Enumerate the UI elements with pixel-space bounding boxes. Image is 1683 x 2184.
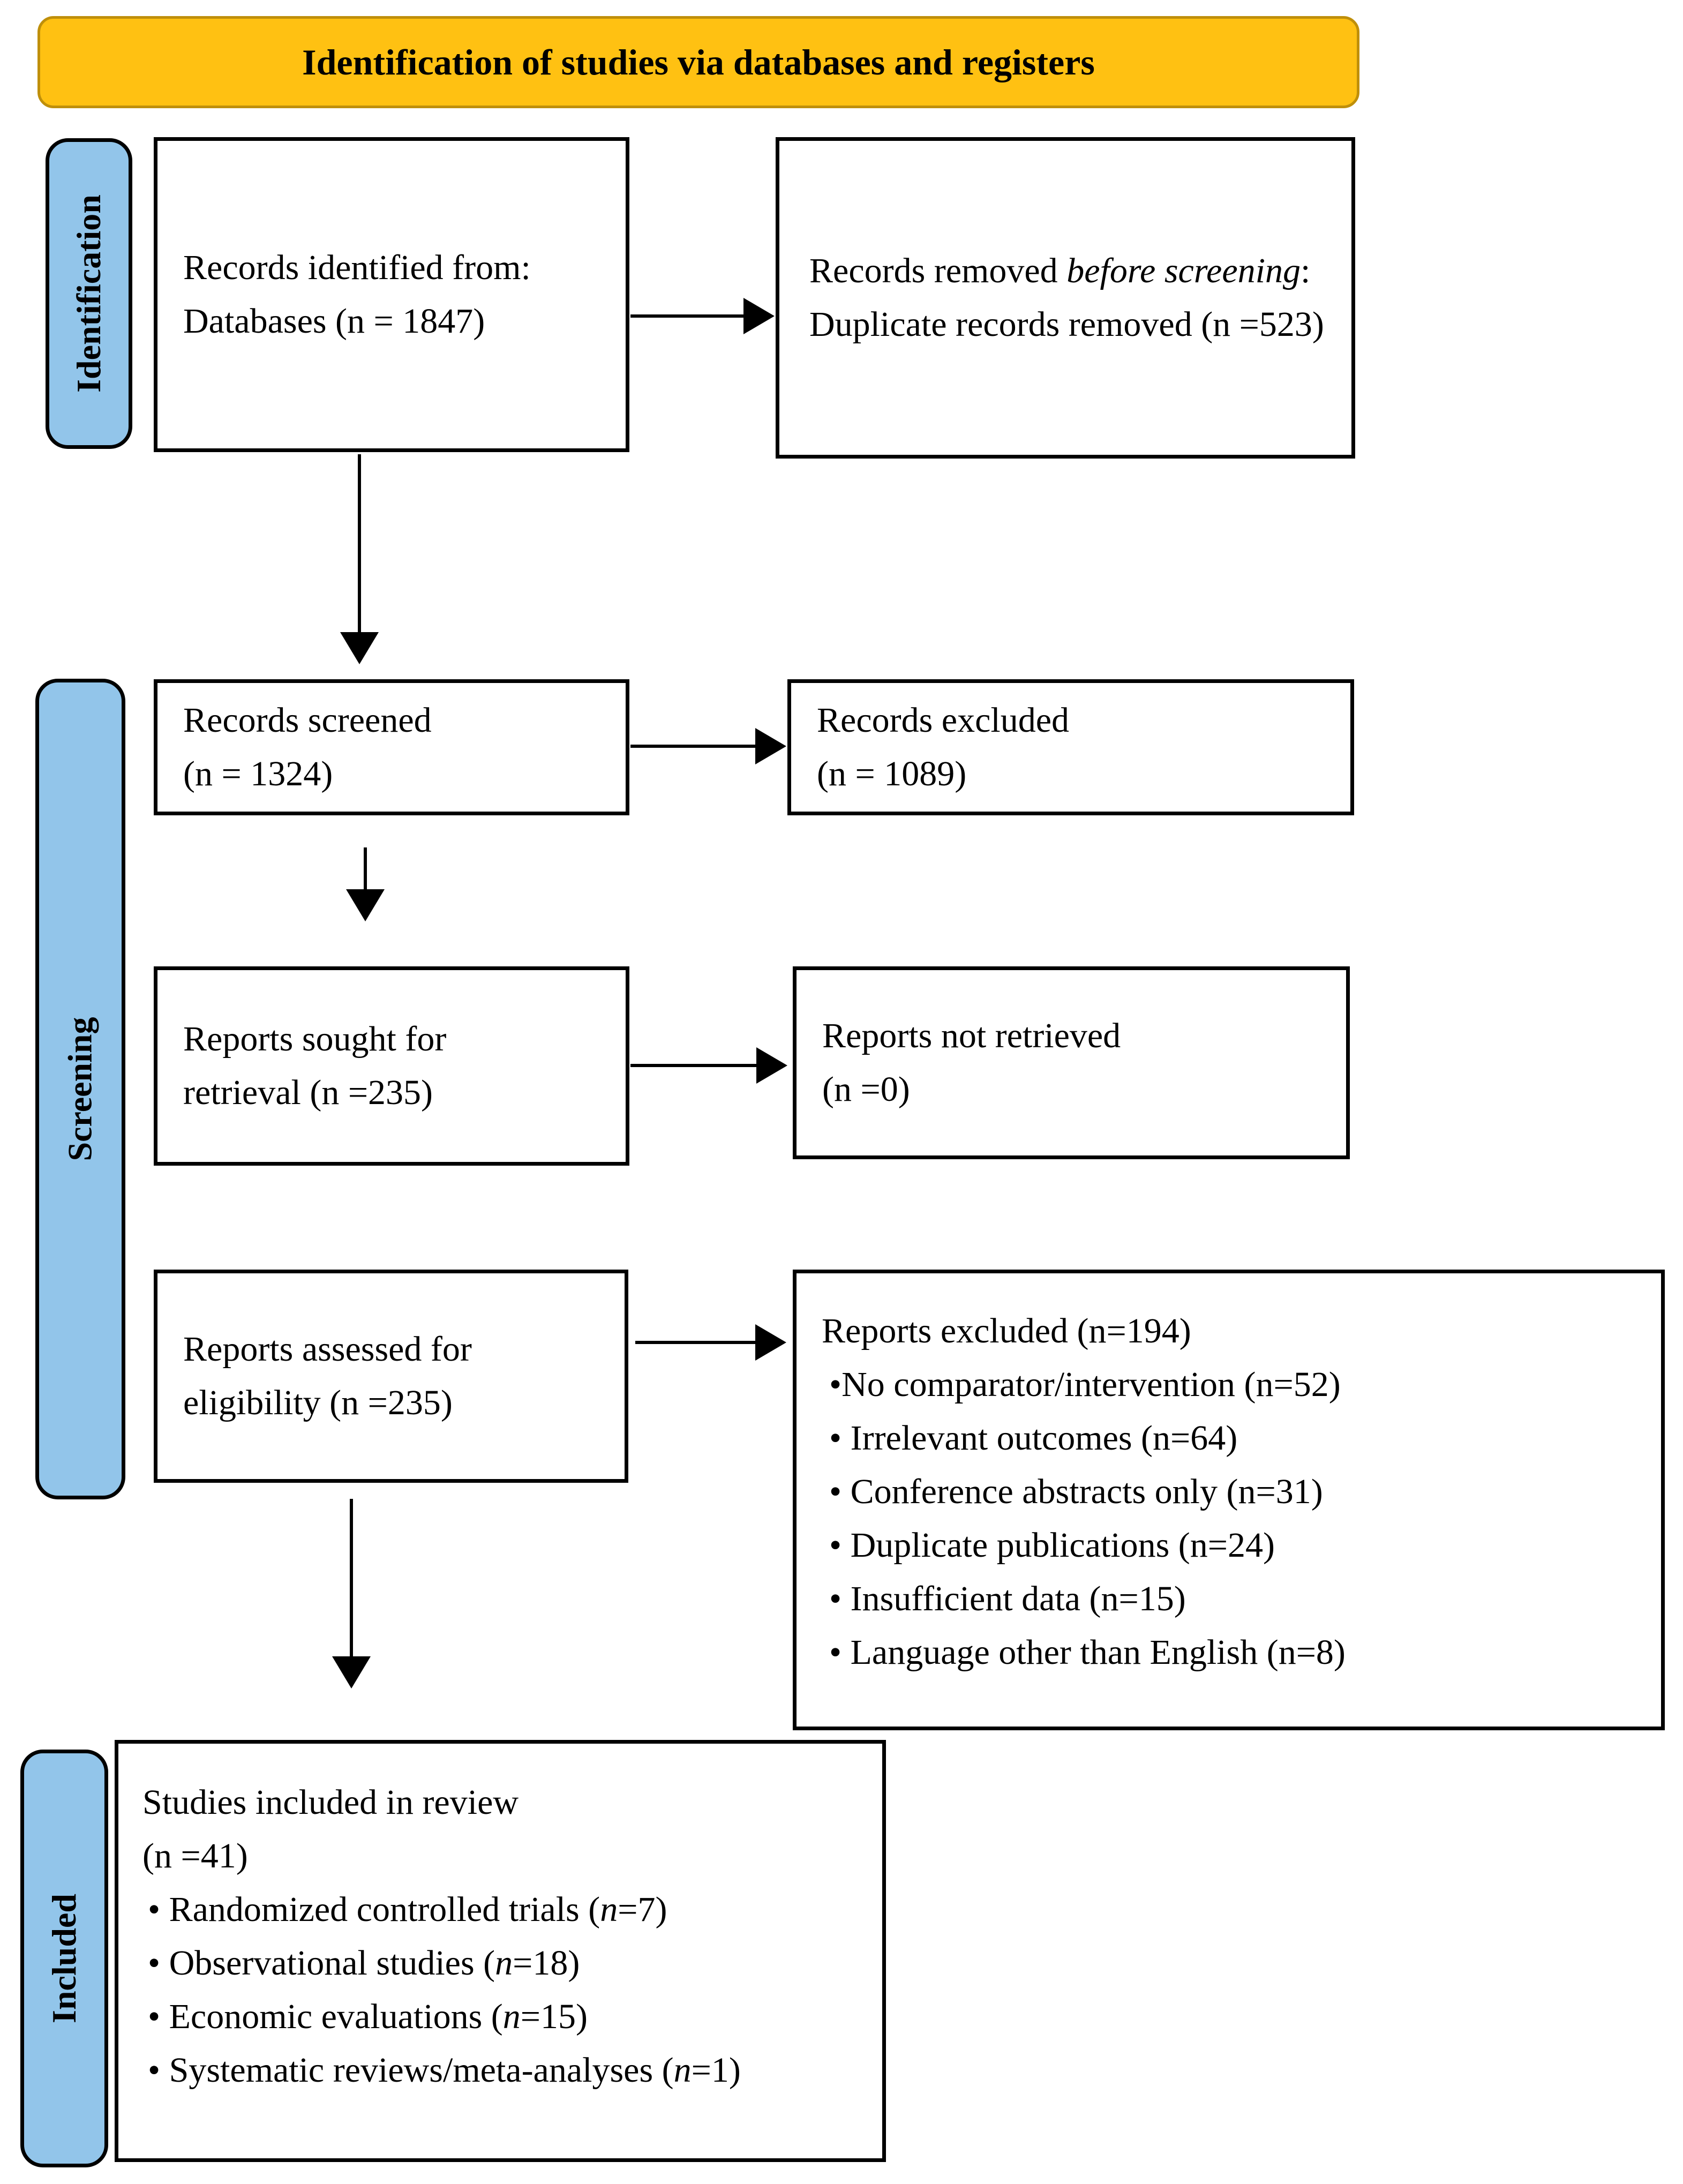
studies-included-item: • Systematic reviews/meta-analyses (n=1) [142,2044,867,2097]
item-bullet: • [148,1997,169,2036]
studies-included-item: • Randomized controlled trials (n=7) [142,1883,867,1937]
stage-label-identification-text: Identification [70,194,108,393]
arrow-head-icon [755,728,786,764]
reports-excluded-detail-box: Reports excluded (n=194) •No comparator/… [793,1270,1665,1730]
records-screened-box: Records screened (n = 1324) [154,679,629,815]
item-pre: Observational studies ( [169,1943,495,1983]
reports-excluded-item: • Irrelevant outcomes (n=64) [829,1419,1238,1458]
stage-label-identification: Identification [46,138,132,449]
arrow-screened-to-sought [346,847,385,921]
records-identified-box: Records identified from: Databases (n = … [154,137,629,452]
item-bullet: • [148,1943,169,1983]
reports-sought-line1: Reports sought for [183,1019,447,1059]
arrow-shaft [635,1341,755,1344]
item-post: =18) [513,1943,580,1983]
arrow-head-icon [346,889,385,921]
reports-excluded-item: • Duplicate publications (n=24) [829,1526,1275,1565]
arrow-assessed-to-included [332,1499,371,1688]
arrow-identified-to-removed [630,298,775,334]
arrow-shaft [630,1064,756,1067]
reports-excluded-item: • Conference abstracts only (n=31) [829,1472,1323,1511]
arrow-identified-to-screened [340,454,379,664]
arrow-head-icon [743,298,775,334]
studies-included-item: • Economic evaluations (n=15) [142,1990,867,2044]
arrow-shaft [350,1499,353,1656]
arrow-head-icon [340,632,379,664]
reports-assessed-line2: eligibility (n =235) [183,1383,453,1422]
item-pre: Economic evaluations ( [169,1997,503,2036]
stage-label-screening: Screening [35,679,125,1499]
stage-label-included-text: Included [45,1894,83,2023]
title-banner-label: Identification of studies via databases … [302,41,1095,82]
item-pre: Systematic reviews/meta-analyses ( [169,2051,674,2090]
reports-excluded-item: •No comparator/intervention (n=52) [829,1365,1341,1404]
studies-included-box: Studies included in review (n =41) • Ran… [115,1740,886,2162]
arrow-head-icon [332,1656,371,1688]
arrow-shaft [364,847,367,889]
arrow-assessed-to-excluded-detail [635,1324,786,1361]
arrow-shaft [358,454,361,632]
reports-not-retrieved-line1: Reports not retrieved [822,1016,1121,1055]
studies-included-item: • Observational studies (n=18) [142,1937,867,1990]
arrow-shaft [630,745,755,748]
reports-excluded-item: • Insufficient data (n=15) [829,1579,1186,1618]
item-bullet: • [148,1890,169,1929]
reports-excluded-item: • Language other than English (n=8) [829,1633,1346,1672]
item-n: n [673,2051,692,2090]
item-bullet: • [148,2051,169,2090]
records-screened-line2: (n = 1324) [183,754,333,793]
reports-not-retrieved-line2: (n =0) [822,1070,910,1109]
arrow-head-icon [756,1047,787,1084]
stage-label-screening-text: Screening [61,1017,99,1161]
reports-sought-box: Reports sought for retrieval (n =235) [154,966,629,1166]
records-removed-post: : Duplicate records removed (n =523) [809,251,1324,344]
reports-assessed-box: Reports assessed for eligibility (n =235… [154,1270,628,1483]
records-excluded-line2: (n = 1089) [817,754,967,793]
records-removed-pre: Records removed [809,251,1067,290]
stage-label-included: Included [20,1750,108,2167]
records-identified-line1: Records identified from: [183,248,531,287]
item-post: =1) [691,2051,741,2090]
reports-not-retrieved-box: Reports not retrieved (n =0) [793,966,1350,1159]
item-post: =7) [618,1890,667,1929]
arrow-sought-to-not-retrieved [630,1047,787,1084]
item-n: n [502,1997,521,2036]
title-banner: Identification of studies via databases … [37,16,1359,108]
records-screened-line1: Records screened [183,701,432,740]
records-excluded-box: Records excluded (n = 1089) [787,679,1354,815]
item-pre: Randomized controlled trials ( [169,1890,600,1929]
reports-assessed-line1: Reports assessed for [183,1330,472,1369]
reports-sought-line2: retrieval (n =235) [183,1073,433,1112]
reports-excluded-title: Reports excluded (n=194) [822,1311,1191,1350]
studies-included-line1: Studies included in review [142,1783,519,1822]
arrow-shaft [630,314,743,318]
arrow-screened-to-excluded [630,728,786,764]
item-post: =15) [520,1997,588,2036]
arrow-head-icon [755,1324,786,1361]
records-removed-italic: before screening [1066,251,1301,290]
records-identified-line2: Databases (n = 1847) [183,302,485,341]
records-excluded-line1: Records excluded [817,701,1069,740]
studies-included-line2: (n =41) [142,1836,248,1875]
records-removed-text: Records removed before screening: Duplic… [809,244,1336,351]
item-n: n [600,1890,618,1929]
records-removed-box: Records removed before screening: Duplic… [776,137,1355,459]
item-n: n [495,1943,513,1983]
